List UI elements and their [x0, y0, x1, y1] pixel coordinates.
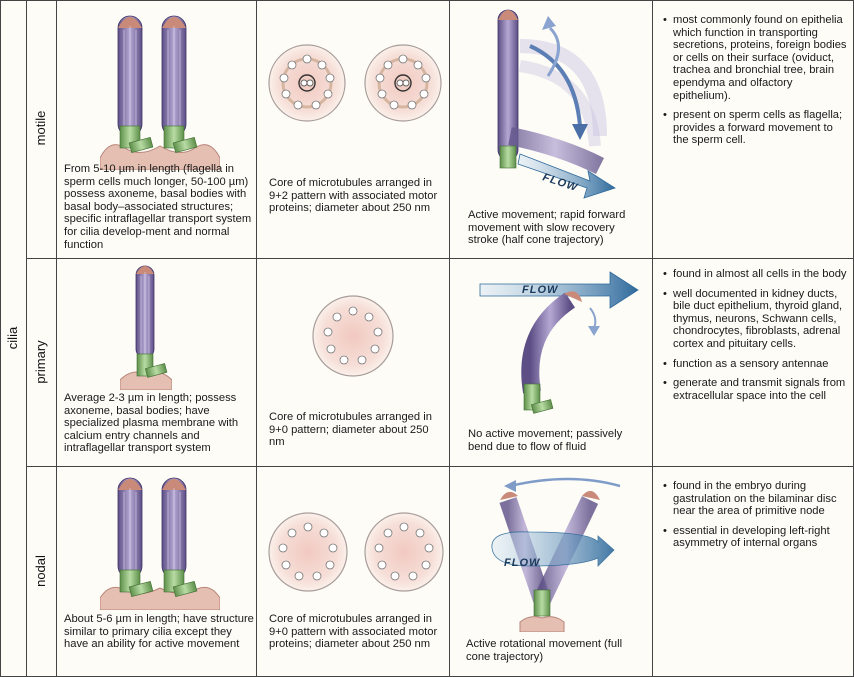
col-divider [449, 0, 450, 677]
col-divider [256, 0, 257, 677]
nodal-locations-list: found in the embryo during gastrulation … [663, 480, 849, 557]
primary-locations-list: found in almost all cells in the body we… [663, 268, 849, 409]
motile-cilia-illustration [100, 15, 220, 170]
motile-movement-illustration: FLOW [497, 9, 616, 199]
col-divider [56, 0, 57, 677]
motile-location-item: most commonly found on epithelia which f… [663, 14, 849, 102]
table-border-left [0, 0, 1, 677]
nodal-location-item: essential in developing left-right asymm… [663, 525, 849, 550]
nodal-location-item: found in the embryo during gastrulation … [663, 480, 849, 518]
primary-core-text: Core of microtubules arranged in 9+0 pat… [269, 411, 432, 449]
motile-movement-text: Active movement; rapid forward movement … [468, 209, 626, 247]
motile-structure-text: From 5-10 µm in length (flagella in sper… [64, 163, 252, 251]
primary-flow-label: FLOW [522, 284, 559, 296]
nodal-core-text: Core of microtubules arranged in 9+0 pat… [269, 613, 438, 651]
col-divider [652, 0, 653, 677]
row-label-nodal: nodal [33, 555, 48, 587]
nodal-flow-label: FLOW [504, 557, 541, 569]
nodal-cross-section-9-0 [268, 512, 444, 592]
nodal-movement-text: Active rotational movement (full cone tr… [466, 638, 623, 663]
primary-cross-section-9-0 [312, 295, 394, 377]
motile-location-item: present on sperm cells as flagella; prov… [663, 109, 849, 147]
nodal-cilia-illustration [100, 477, 220, 610]
col-divider [26, 0, 27, 677]
motile-core-text: Core of microtubules arranged in 9+2 pat… [269, 177, 438, 215]
primary-movement-illustration: FLOW [479, 271, 639, 414]
primary-location-item: generate and transmit signals from extra… [663, 377, 849, 402]
nodal-structure-text: About 5-6 µm in length; have structure s… [64, 613, 254, 651]
primary-movement-text: No active movement; passively bend due t… [468, 428, 623, 453]
primary-structure-text: Average 2-3 µm in length; possess axonem… [64, 392, 239, 455]
motile-locations-list: most commonly found on epithelia which f… [663, 14, 849, 154]
motile-cross-section-9-2 [268, 44, 442, 122]
nodal-movement-illustration: FLOW [491, 477, 621, 632]
primary-location-item: well documented in kidney ducts, bile du… [663, 288, 849, 351]
primary-location-item: found in almost all cells in the body [663, 268, 849, 281]
primary-location-item: function as a sensory antennae [663, 358, 849, 371]
primary-cilium-illustration [120, 265, 172, 390]
table-border-top [0, 0, 854, 1]
row-label-primary: primary [33, 340, 48, 384]
group-label: cilia [5, 326, 20, 350]
row-label-motile: motile [33, 110, 48, 146]
row-divider [26, 466, 854, 467]
row-divider [26, 258, 854, 259]
